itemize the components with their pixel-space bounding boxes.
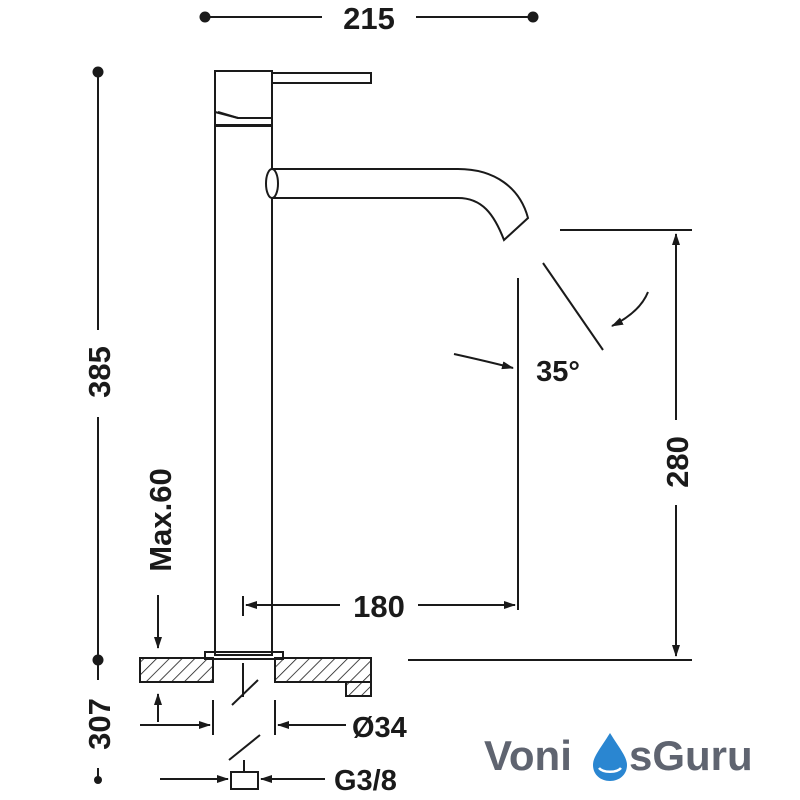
thread-connector — [230, 771, 259, 790]
dimension-end-dots — [92, 11, 539, 784]
faucet-body — [204, 70, 530, 660]
faucet-handle-block — [214, 70, 273, 127]
dim-connection-thread: G3/8 — [334, 765, 397, 797]
dim-hose-length: 307 — [82, 698, 117, 750]
dim-overall-width: 215 — [343, 1, 395, 36]
logo-text-right: sGuru — [629, 732, 753, 779]
faucet-lever — [271, 72, 372, 84]
supply-hose — [228, 663, 261, 790]
faucet-spout — [272, 168, 530, 242]
countertop-section — [139, 657, 372, 697]
logo-text-left: Voni — [484, 732, 572, 779]
dim-hole-diameter: Ø34 — [352, 712, 407, 744]
dim-spout-reach: 180 — [353, 589, 405, 624]
vonios-guru-logo: Voni sGuru — [484, 732, 753, 781]
water-drop-icon — [593, 733, 627, 781]
faucet-column — [214, 124, 273, 656]
faucet-base-flange — [204, 651, 284, 660]
dim-spout-angle: 35° — [536, 356, 580, 388]
dim-overall-height: 385 — [82, 346, 117, 398]
dim-max-deck-thickness: Max.60 — [143, 468, 178, 571]
dim-spout-height: 280 — [660, 436, 695, 488]
